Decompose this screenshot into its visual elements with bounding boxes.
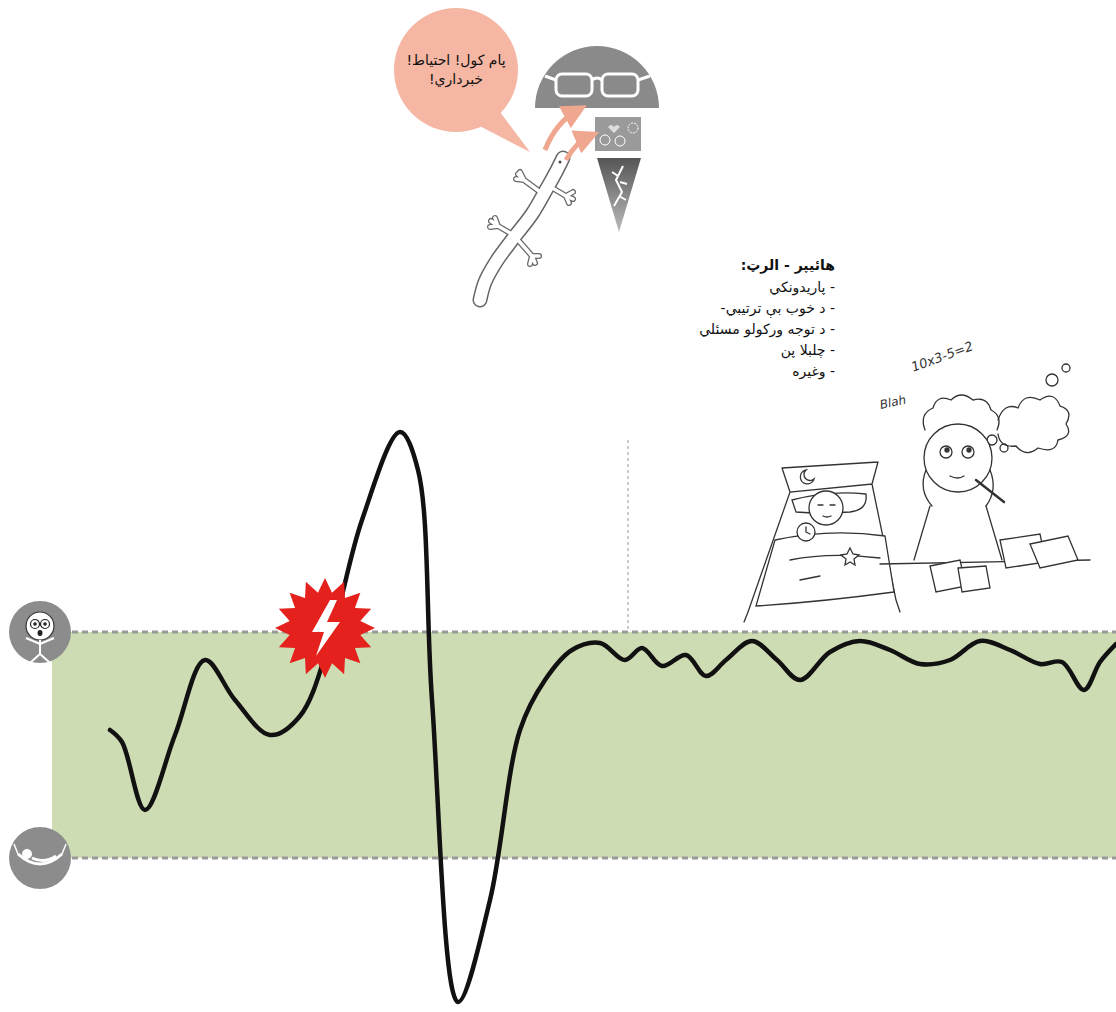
- icon-head: [22, 849, 32, 859]
- icon-pupil: [33, 622, 37, 626]
- speech-bubble: پام کول! احتیاط! خبرداري!: [394, 8, 518, 132]
- moon: [800, 470, 814, 484]
- list-item: - د توجه ورکولو مسئلي: [699, 320, 835, 338]
- relaxed-icon: [9, 827, 71, 889]
- signal-arrow: [545, 110, 578, 150]
- sleepless-sketch: [744, 462, 900, 622]
- list-item: - چلبلا پن: [781, 341, 835, 359]
- brainstem-triangle: [597, 158, 641, 232]
- blanket-fold: [790, 555, 880, 580]
- alarm-clock: [797, 523, 815, 541]
- hammock-ropes: [14, 844, 66, 854]
- handwritten-word: Blah: [878, 393, 907, 414]
- limbic-box: [595, 117, 641, 151]
- trigger-burst: [275, 578, 375, 678]
- limbic-heart: [608, 125, 620, 133]
- sleeper-head: [809, 491, 843, 525]
- glasses-lens: [602, 74, 638, 96]
- icon-body: [32, 856, 56, 861]
- icon-mouth: [38, 630, 43, 636]
- paper: [1030, 536, 1078, 568]
- student-pupil: [967, 448, 971, 452]
- handwritten-sum: 10x3-5=2: [909, 338, 976, 376]
- neocortex-dome: [535, 46, 659, 108]
- lizard-legs: [490, 172, 573, 264]
- student-hands: [923, 470, 993, 506]
- student-pupil: [945, 448, 949, 452]
- icon-head: [26, 612, 54, 640]
- paper: [958, 566, 990, 592]
- stressed-student-sketch: [880, 364, 1090, 592]
- student-eye: [940, 446, 952, 458]
- thought-scribble: [998, 396, 1069, 452]
- glasses-lens: [556, 74, 592, 96]
- sleeper-face: [818, 505, 835, 517]
- list-item: - پاریدونکي: [769, 278, 835, 296]
- list-item: - د خوب بې ترتیبي-: [721, 299, 835, 317]
- icon-disc: [9, 601, 71, 663]
- student-eye: [962, 446, 974, 458]
- arousal-curve: [110, 432, 1116, 1002]
- thought-bubble: [1000, 444, 1008, 452]
- lower-limit-line: [52, 857, 1116, 860]
- bubble-text: پام کول! احتیاط! خبرداري!: [406, 51, 506, 89]
- icon-body: [26, 638, 54, 662]
- limbic-icon: [600, 135, 610, 145]
- small-lizard: [612, 166, 627, 206]
- icon-disc: [9, 827, 71, 889]
- icon-eye: [31, 620, 40, 629]
- lizard-eye: [559, 161, 562, 164]
- limbic-icon: [615, 136, 625, 146]
- star: [841, 548, 859, 565]
- limbic-icon: [628, 123, 638, 133]
- student-body: [914, 506, 1002, 560]
- signal-arrow: [566, 136, 590, 160]
- alert-icon: [9, 601, 71, 663]
- pencil: [976, 480, 1004, 502]
- divider-line: [627, 440, 628, 630]
- thought-bubble: [1062, 364, 1070, 372]
- list-item: - وغیره: [792, 362, 835, 380]
- clock-hands: [806, 527, 810, 534]
- thought-bubble: [1046, 374, 1058, 386]
- student-head: [924, 424, 992, 492]
- icon-pupil: [43, 622, 47, 626]
- lightning-bolt: [312, 600, 340, 656]
- glasses-bridge: [545, 76, 650, 80]
- student-mouth: [950, 476, 964, 478]
- bed-frame: [744, 462, 900, 622]
- upper-limit-line: [52, 631, 1116, 634]
- list-heading: هائیپر - الرټ:: [741, 256, 835, 274]
- icon-eye: [41, 620, 50, 629]
- blanket: [756, 533, 894, 606]
